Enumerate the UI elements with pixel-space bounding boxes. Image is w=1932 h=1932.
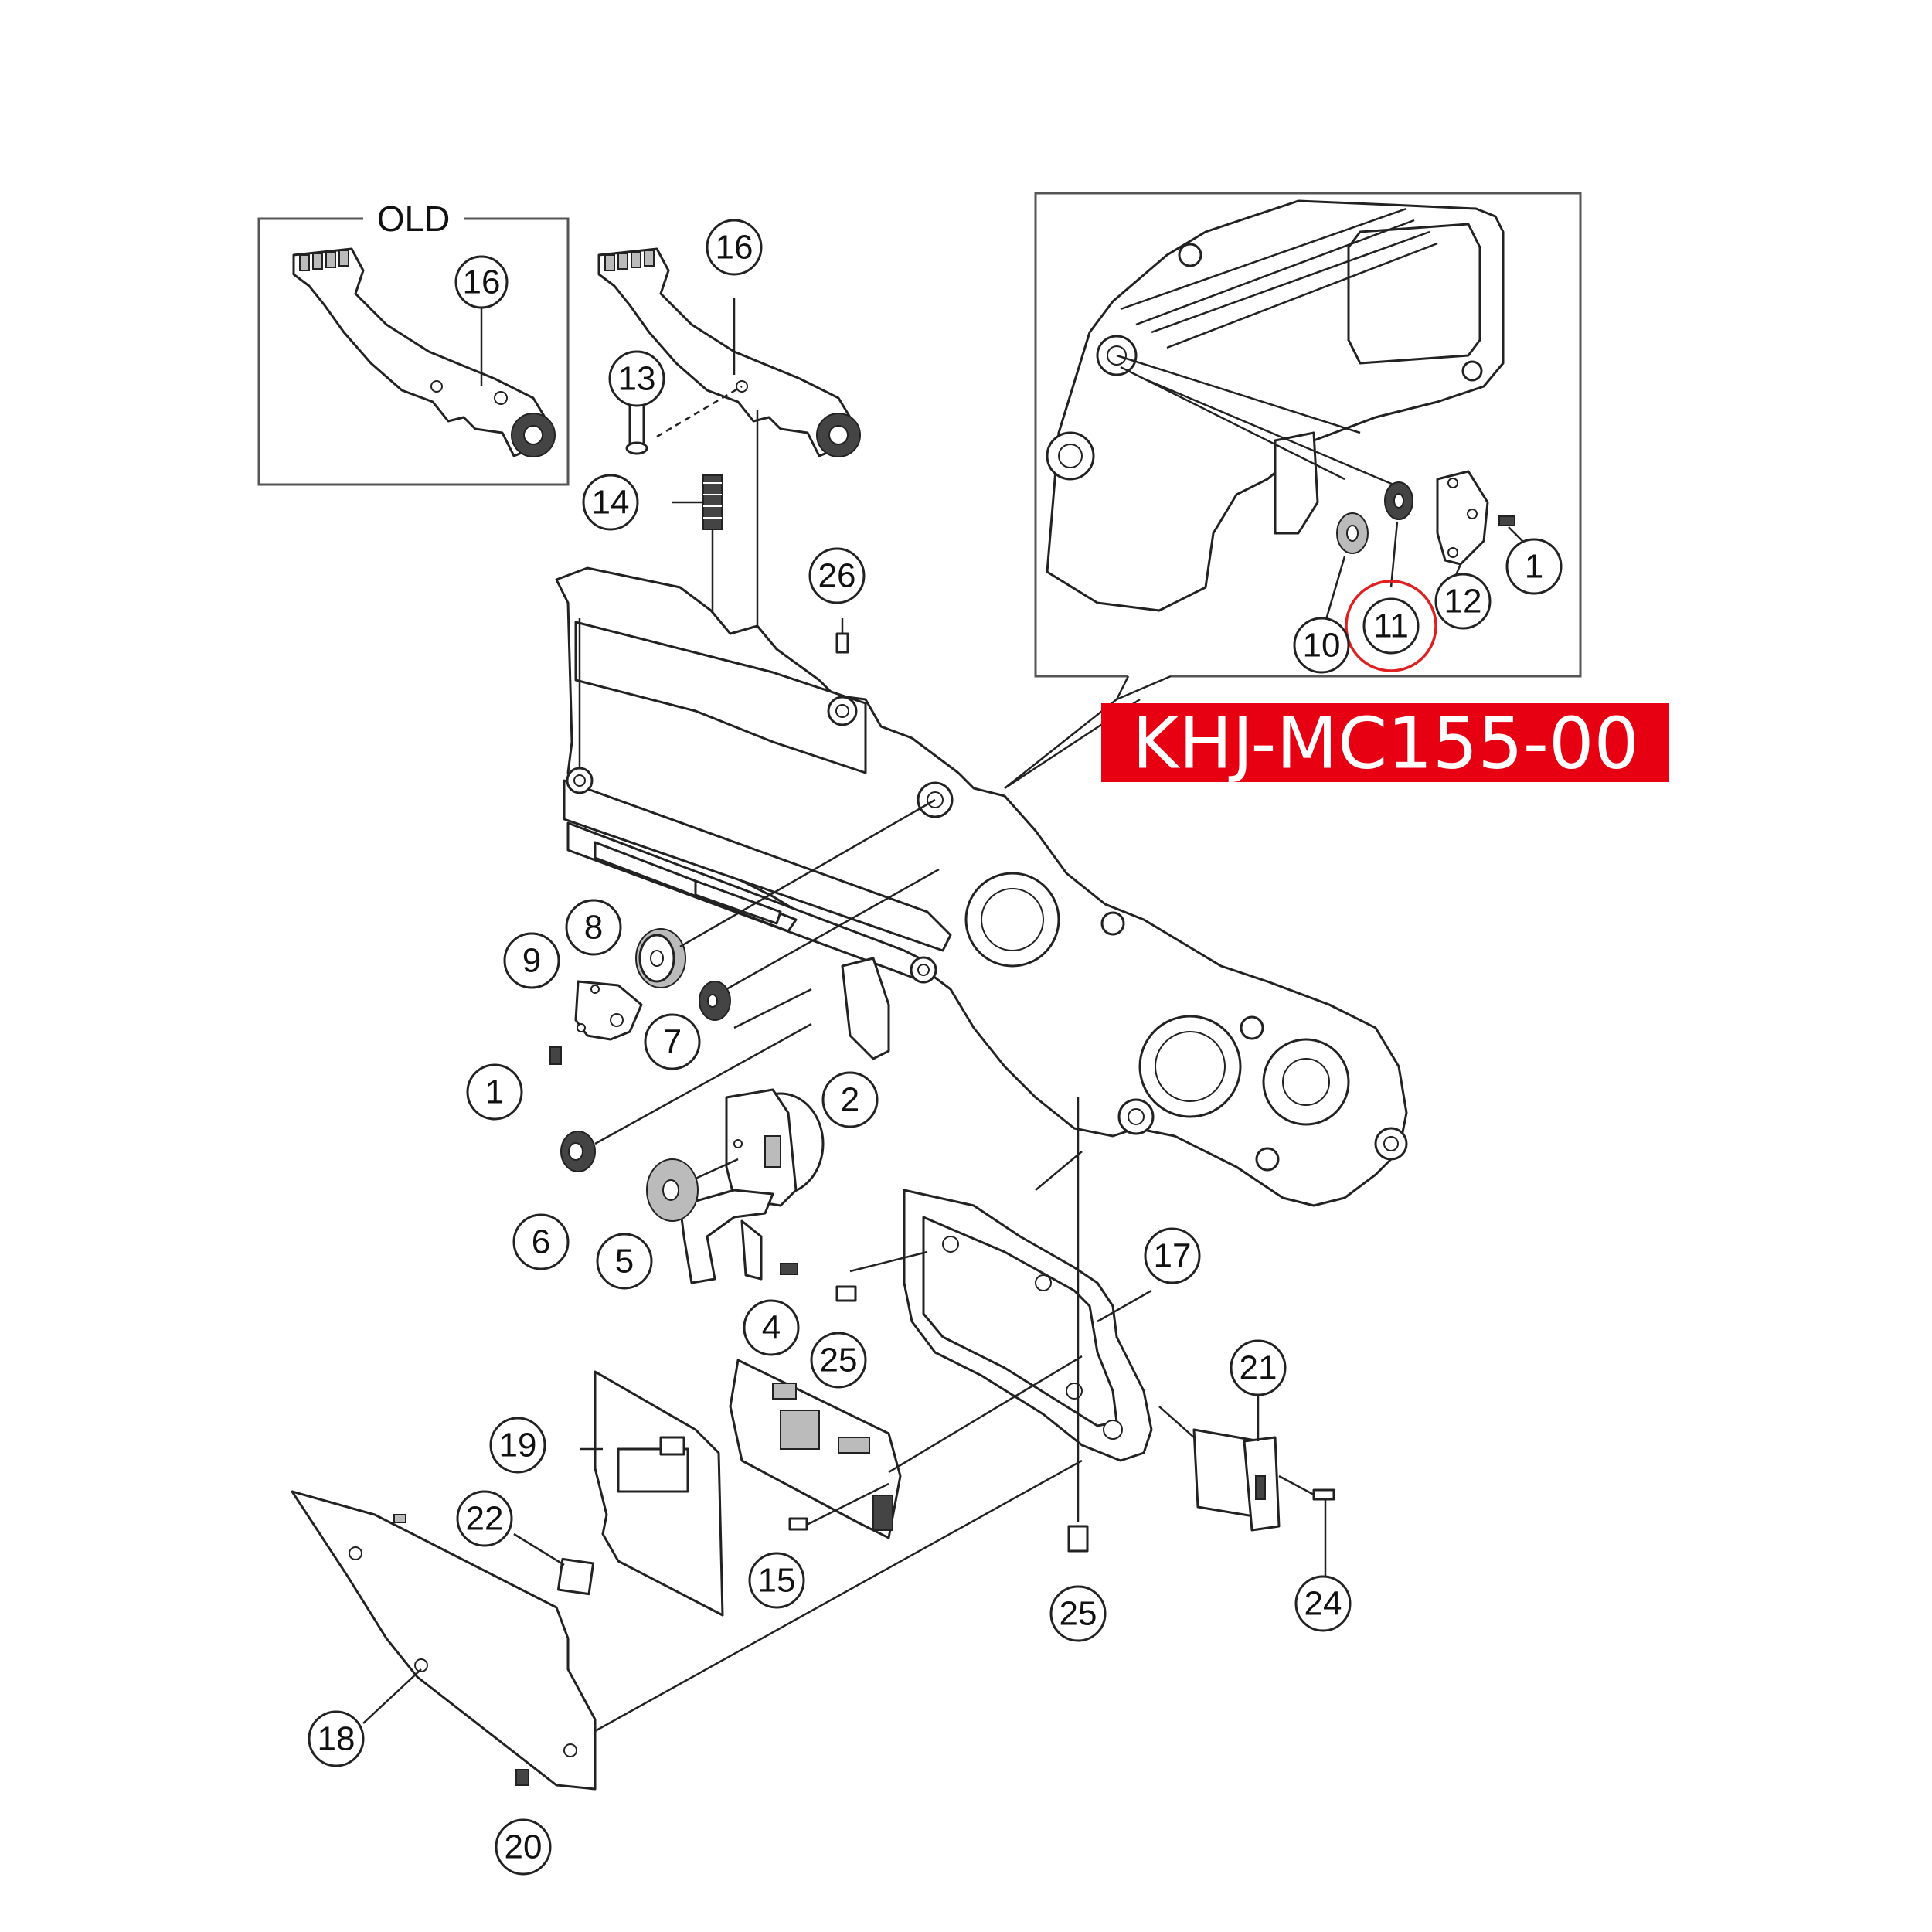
callout-25-lower: 25 — [1049, 1585, 1107, 1642]
callout-19: 19 — [489, 1417, 546, 1474]
lever-arm-part — [597, 247, 861, 457]
svg-text:12: 12 — [1444, 583, 1482, 621]
callout-2: 2 — [821, 1071, 879, 1128]
svg-text:4: 4 — [762, 1309, 781, 1347]
svg-text:8: 8 — [584, 909, 603, 947]
screw-1-left-part — [549, 1046, 562, 1065]
svg-text:7: 7 — [663, 1023, 682, 1061]
part-number-banner — [1101, 703, 1669, 782]
callout-14: 14 — [582, 474, 639, 531]
callout-26: 26 — [808, 547, 866, 604]
callout-1-right: 1 — [1505, 538, 1563, 595]
flex-cable-part — [679, 1189, 774, 1284]
screw-15-part — [788, 1517, 808, 1531]
screw-1-right-part — [1498, 515, 1515, 526]
svg-text:2: 2 — [841, 1081, 859, 1119]
svg-text:19: 19 — [499, 1427, 537, 1464]
highlight-ring-callout-11 — [1345, 580, 1437, 672]
circuit-board-15-part — [729, 1359, 902, 1539]
svg-text:6: 6 — [532, 1223, 550, 1261]
svg-text:16: 16 — [716, 229, 753, 267]
callout-16: 16 — [706, 219, 763, 276]
detail-inset — [1004, 192, 1582, 790]
callout-4: 4 — [743, 1299, 800, 1356]
part-number-text: KHJ-MC155-00 — [1132, 702, 1639, 785]
gear-5-part — [646, 1158, 699, 1222]
callout-12: 12 — [1434, 573, 1492, 630]
svg-text:25: 25 — [820, 1342, 858, 1379]
old-box-label: OLD — [377, 199, 451, 239]
svg-text:22: 22 — [466, 1500, 504, 1538]
callout-11: 11 — [1362, 597, 1420, 655]
bracket-12-part — [1436, 470, 1489, 566]
callout-22: 22 — [456, 1490, 513, 1547]
svg-text:11: 11 — [1373, 607, 1409, 645]
callout-16-old: 16 — [454, 255, 509, 309]
callout-17: 17 — [1144, 1227, 1201, 1284]
svg-text:26: 26 — [818, 557, 856, 595]
svg-text:24: 24 — [1304, 1585, 1342, 1623]
cover-18-part — [291, 1490, 597, 1791]
callout-9: 9 — [503, 932, 560, 989]
callout-15: 15 — [748, 1552, 805, 1609]
svg-text:21: 21 — [1240, 1349, 1277, 1387]
callout-7: 7 — [644, 1013, 701, 1070]
old-version-inset: OLD — [257, 199, 570, 486]
callout-25-upper: 25 — [810, 1332, 867, 1389]
screw-24-part — [1312, 1488, 1335, 1501]
svg-text:10: 10 — [1303, 627, 1341, 665]
cover-19-part — [594, 1370, 724, 1617]
motor-2-part — [725, 1088, 825, 1207]
svg-text:20: 20 — [505, 1828, 543, 1866]
callout-6: 6 — [512, 1213, 570, 1270]
svg-text:16: 16 — [463, 264, 501, 301]
svg-text:1: 1 — [485, 1073, 504, 1111]
gear-6-part — [560, 1131, 596, 1172]
spring-part — [702, 474, 723, 530]
bracket-9-part — [574, 980, 643, 1041]
svg-text:13: 13 — [618, 360, 656, 398]
gear-7-part — [699, 981, 731, 1021]
callout-18: 18 — [308, 1710, 365, 1767]
label-22-part — [556, 1557, 595, 1596]
svg-text:9: 9 — [522, 942, 541, 980]
svg-text:14: 14 — [592, 484, 630, 522]
connector-21-part — [1192, 1428, 1281, 1532]
gear-11-part — [1384, 481, 1413, 520]
svg-text:18: 18 — [318, 1720, 355, 1758]
gear-8-part — [635, 928, 686, 988]
callout-8: 8 — [565, 899, 622, 956]
feeder-main-frame-part — [555, 566, 1408, 1207]
gear-10-part — [1336, 512, 1369, 554]
pin-part — [625, 400, 648, 455]
callout-24: 24 — [1294, 1575, 1352, 1632]
callout-20: 20 — [495, 1818, 552, 1876]
old-lever-arm-part — [292, 247, 556, 457]
callout-21: 21 — [1230, 1339, 1287, 1396]
callout-5: 5 — [596, 1233, 653, 1290]
svg-text:5: 5 — [615, 1243, 634, 1281]
screw-25-upper-part — [835, 1285, 857, 1302]
callout-1-left: 1 — [466, 1063, 523, 1121]
svg-text:1: 1 — [1525, 548, 1543, 586]
frame-plate-17-part — [903, 1189, 1153, 1462]
screw-20-part — [515, 1769, 529, 1786]
svg-text:17: 17 — [1154, 1237, 1192, 1275]
screw-25-lower-part — [1067, 1525, 1089, 1553]
svg-text:25: 25 — [1060, 1595, 1097, 1633]
screw-4-part — [780, 1263, 798, 1275]
svg-text:15: 15 — [758, 1562, 796, 1600]
callout-13: 13 — [608, 350, 665, 407]
callout-10: 10 — [1293, 617, 1350, 674]
